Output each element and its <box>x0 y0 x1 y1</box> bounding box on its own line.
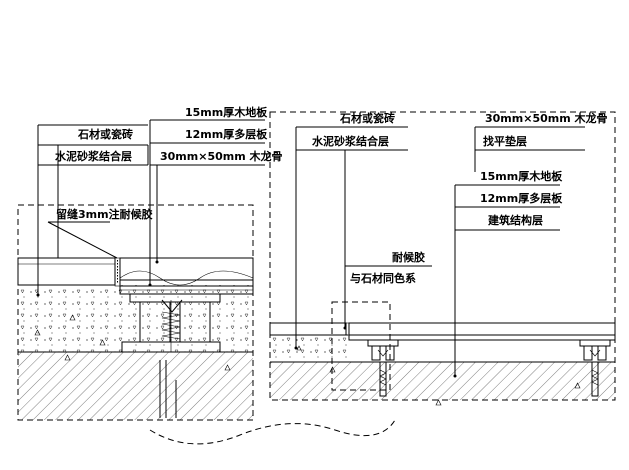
right-label-sealant-color: 与石材同色系 <box>350 271 416 285</box>
left-wood-floor <box>119 257 254 281</box>
left-label-keel: 30mm×50mm 木龙骨 <box>160 149 283 163</box>
right-plywood <box>348 334 616 341</box>
left-pedestal-plate <box>129 293 221 303</box>
right-wood-floor <box>348 322 616 336</box>
right-label-keel: 30mm×50mm 木龙骨 <box>485 111 608 125</box>
left-label-seam: 留缝3mm注耐候胶 <box>56 207 153 221</box>
right-label-structure: 建筑结构层 <box>488 213 543 227</box>
left-label-multilayer: 12mm厚多层板 <box>185 127 268 141</box>
right-structure-slab <box>270 362 615 400</box>
left-label-stone: 石材或瓷砖 <box>77 127 133 141</box>
right-label-wood-floor: 15mm厚木地板 <box>480 169 563 183</box>
left-structure-slab <box>18 352 253 420</box>
left-stone-layer <box>17 257 116 286</box>
right-label-sealant: 耐候胶 <box>392 250 425 264</box>
right-stone-layer <box>269 322 347 336</box>
left-seam <box>114 257 121 287</box>
right-detail: 石材或瓷砖 水泥砂浆结合层 30mm×50mm 木龙骨 找平垫层 15mm厚木地… <box>269 111 616 406</box>
right-screed <box>270 335 348 362</box>
right-label-stone: 石材或瓷砖 <box>339 111 395 125</box>
break-line <box>149 419 396 445</box>
left-label-wood-floor: 15mm厚木地板 <box>185 105 268 119</box>
right-label-mortar: 水泥砂浆结合层 <box>312 134 389 148</box>
left-screed <box>18 285 253 352</box>
left-label-mortar: 水泥砂浆结合层 <box>55 149 132 163</box>
left-detail: 石材或瓷砖 水泥砂浆结合层 15mm厚木地板 12mm厚多层板 30mm×50m… <box>17 105 283 421</box>
right-label-multilayer: 12mm厚多层板 <box>480 191 563 205</box>
right-seam-detail-box <box>331 301 391 391</box>
right-pedestal-1 <box>367 339 399 397</box>
right-pedestal-2 <box>579 339 611 397</box>
right-label-leveling: 找平垫层 <box>483 134 527 148</box>
